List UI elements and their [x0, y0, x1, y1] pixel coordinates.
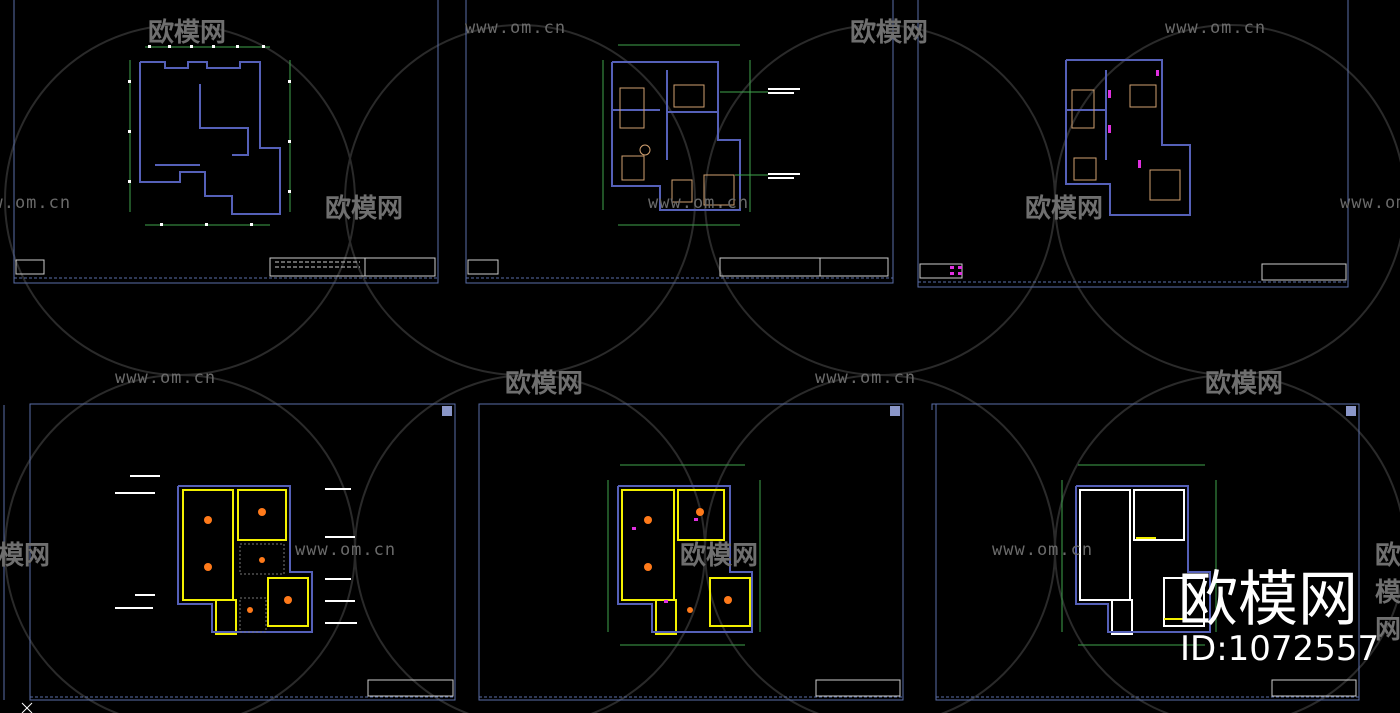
sheet-floor-plan[interactable] [931, 403, 1360, 701]
dimension-ticks [128, 45, 291, 226]
watermark-url: www.om.cn [115, 368, 217, 388]
floor-plan-walls [139, 61, 281, 215]
watermark-circles [4, 24, 1400, 713]
ceiling-walls [177, 485, 313, 633]
title-block [367, 679, 454, 697]
light-fixtures [204, 508, 292, 613]
watermark-brand: 欧模网 [325, 194, 404, 224]
watermark-brand: 欧模网 [505, 369, 584, 399]
watermark-brand: 欧模网 [680, 541, 759, 571]
switch-markers [632, 518, 698, 603]
title-block [815, 679, 901, 697]
watermark-url: www.om.cn [992, 540, 1094, 560]
dimension-lines [602, 44, 768, 226]
crosshair-cursor-icon [21, 702, 33, 713]
watermark-url: www.om.cn [0, 193, 72, 213]
watermark-url: www.om.cn [815, 368, 917, 388]
ceiling-outline [182, 489, 309, 635]
furniture [1071, 84, 1181, 201]
watermark-url: www.om.cn [1340, 193, 1400, 213]
watermark-brand: 欧模网 [1205, 369, 1284, 399]
wall-markers [1108, 70, 1159, 168]
floor-outline [1079, 489, 1205, 635]
floor-walls [1075, 485, 1211, 633]
furniture [619, 84, 735, 206]
annotation-leaders [768, 88, 800, 179]
watermark-brand: 欧模网 [850, 18, 929, 48]
floor-plan-walls [611, 61, 741, 211]
dimension-lines [1061, 464, 1217, 646]
dimension-lines [607, 464, 761, 646]
sheet-lighting-plan[interactable] [478, 403, 904, 701]
light-fixtures [644, 508, 732, 613]
model-id: ID:1072557 [1180, 629, 1380, 669]
tile-grid [239, 543, 285, 633]
watermark-url: www.om.cn [295, 540, 397, 560]
sheet-original-structure-plan[interactable] [13, 0, 439, 284]
floor-plan-walls [1065, 59, 1191, 216]
site-logo: 欧模网 [1178, 565, 1358, 635]
title-block [467, 257, 889, 277]
watermark-url: www.om.cn [1165, 18, 1267, 38]
watermark-url: www.om.cn [465, 18, 567, 38]
ceiling-walls [617, 485, 753, 633]
sheet-icon [442, 406, 452, 416]
watermark-url: www.om.cn [648, 193, 750, 213]
watermark-brand: 欧模网 [0, 541, 51, 571]
sheet-icon [1346, 406, 1356, 416]
title-block [1271, 679, 1357, 697]
title-block [15, 257, 436, 277]
sheet-wall-plan[interactable] [917, 0, 1349, 288]
annotation-leaders [115, 475, 357, 624]
floor-markers [1136, 537, 1184, 620]
title-block [919, 263, 1347, 281]
sheet-furniture-layout-plan[interactable] [465, 0, 894, 284]
watermark-brand: 欧模网 [148, 18, 227, 48]
watermark-brand: 欧模网 [1025, 194, 1104, 224]
dimension-lines [129, 46, 291, 226]
sheet-icon [890, 406, 900, 416]
sheet-ceiling-plan[interactable] [3, 403, 456, 701]
legend-markers [950, 266, 962, 275]
watermark-brand: 欧模网 [1375, 541, 1400, 645]
